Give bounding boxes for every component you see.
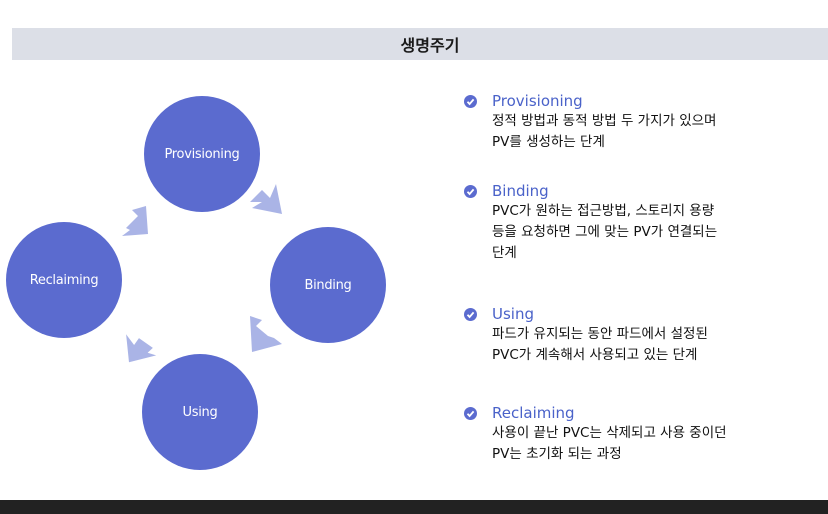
check-circle-icon [464,407,477,420]
check-circle-icon [464,185,477,198]
arrow-binding-to-using [250,316,282,352]
cycle-node-label: Binding [304,277,352,293]
cycle-node-binding: Binding [270,227,386,343]
step-item-provisioning: Provisioning 정적 방법과 동적 방법 두 가지가 있으며 PV를 … [464,92,716,153]
step-desc-line: 단계 [492,245,517,261]
step-heading: Using [492,305,534,323]
check-circle-icon [464,308,477,321]
step-item-using: Using 파드가 유지되는 동안 파드에서 설정된 PVC가 계속해서 사용되… [464,305,708,366]
step-heading: Binding [492,182,549,200]
step-desc-line: 파드가 유지되는 동안 파드에서 설정된 [492,326,708,342]
check-circle-icon [464,95,477,108]
page-title: 생명주기 [400,36,460,55]
step-desc-line: PV는 초기화 되는 과정 [492,446,622,462]
cycle-node-label: Reclaiming [29,272,99,288]
step-desc-line: PVC가 계속해서 사용되고 있는 단계 [492,347,698,363]
step-desc-line: 정적 방법과 동적 방법 두 가지가 있으며 [492,113,717,129]
bottom-bar [0,500,828,514]
step-desc-line: PV를 생성하는 단계 [492,134,605,150]
title-bar: 생명주기 [12,28,828,60]
step-desc-line: 사용이 끝난 PVC는 삭제되고 사용 중이던 [492,425,727,441]
cycle-node-reclaiming: Reclaiming [6,222,122,338]
step-item-binding: Binding PVC가 원하는 접근방법, 스토리지 용량 등을 요청하면 그… [464,182,717,264]
cycle-node-label: Using [182,404,218,420]
step-heading: Reclaiming [492,404,575,422]
cycle-node-label: Provisioning [164,146,240,162]
step-desc-line: 등을 요청하면 그에 맞는 PV가 연결되는 [492,224,718,240]
arrow-reclaiming-to-provisioning [122,206,148,236]
step-heading: Provisioning [492,92,583,110]
cycle-node-using: Using [142,354,258,470]
cycle-node-provisioning: Provisioning [144,96,260,212]
step-desc-line: PVC가 원하는 접근방법, 스토리지 용량 [492,203,715,219]
step-item-reclaiming: Reclaiming 사용이 끝난 PVC는 삭제되고 사용 중이던 PV는 초… [464,404,727,465]
arrow-provisioning-to-binding [250,184,282,214]
arrow-using-to-reclaiming [126,334,157,363]
